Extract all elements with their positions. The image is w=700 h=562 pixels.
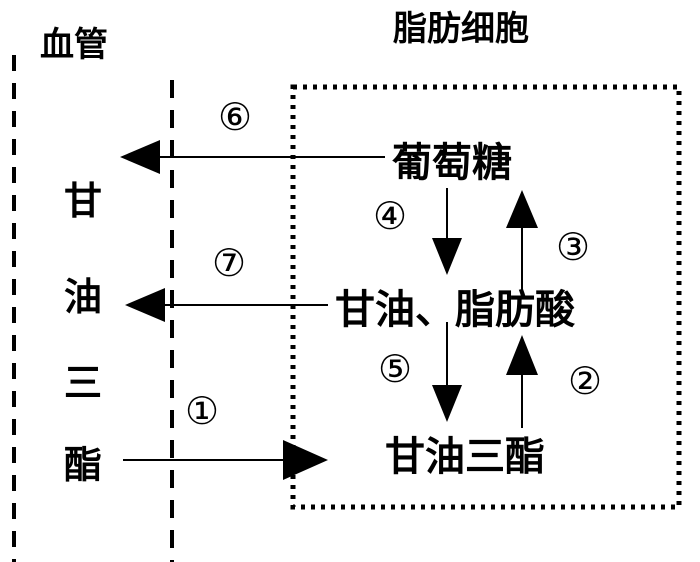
node-triglyceride: 甘油三酯 bbox=[385, 434, 545, 480]
step-7-label: ⑦ bbox=[212, 241, 247, 285]
arrow-4-head bbox=[432, 238, 462, 275]
vessel-char-4: 酯 bbox=[64, 443, 103, 487]
vessel-char-3: 三 bbox=[64, 361, 103, 405]
step-5-label: ⑤ bbox=[378, 347, 413, 391]
step-1-label: ① bbox=[185, 389, 220, 433]
step-2-label: ② bbox=[568, 359, 603, 403]
step-6-label: ⑥ bbox=[218, 95, 253, 139]
fat-cell-boundary bbox=[290, 84, 682, 510]
step-4-label: ④ bbox=[373, 194, 408, 238]
arrow-3-head bbox=[506, 190, 538, 228]
arrow-5-head bbox=[432, 385, 462, 422]
arrow-2-head bbox=[506, 335, 538, 375]
arrow-7-head bbox=[125, 288, 165, 322]
blood-vessel-label: 血管 bbox=[40, 25, 108, 65]
arrow-1-head bbox=[283, 440, 328, 480]
fat-cell-label: 脂肪细胞 bbox=[393, 9, 529, 49]
vessel-char-2: 油 bbox=[64, 275, 103, 319]
node-glucose: 葡萄糖 bbox=[392, 140, 512, 186]
vessel-char-1: 甘 bbox=[64, 179, 103, 223]
node-glycerol-fatty-acid: 甘油、脂肪酸 bbox=[335, 287, 575, 333]
step-3-label: ③ bbox=[556, 225, 591, 269]
arrow-6-head bbox=[120, 140, 160, 174]
